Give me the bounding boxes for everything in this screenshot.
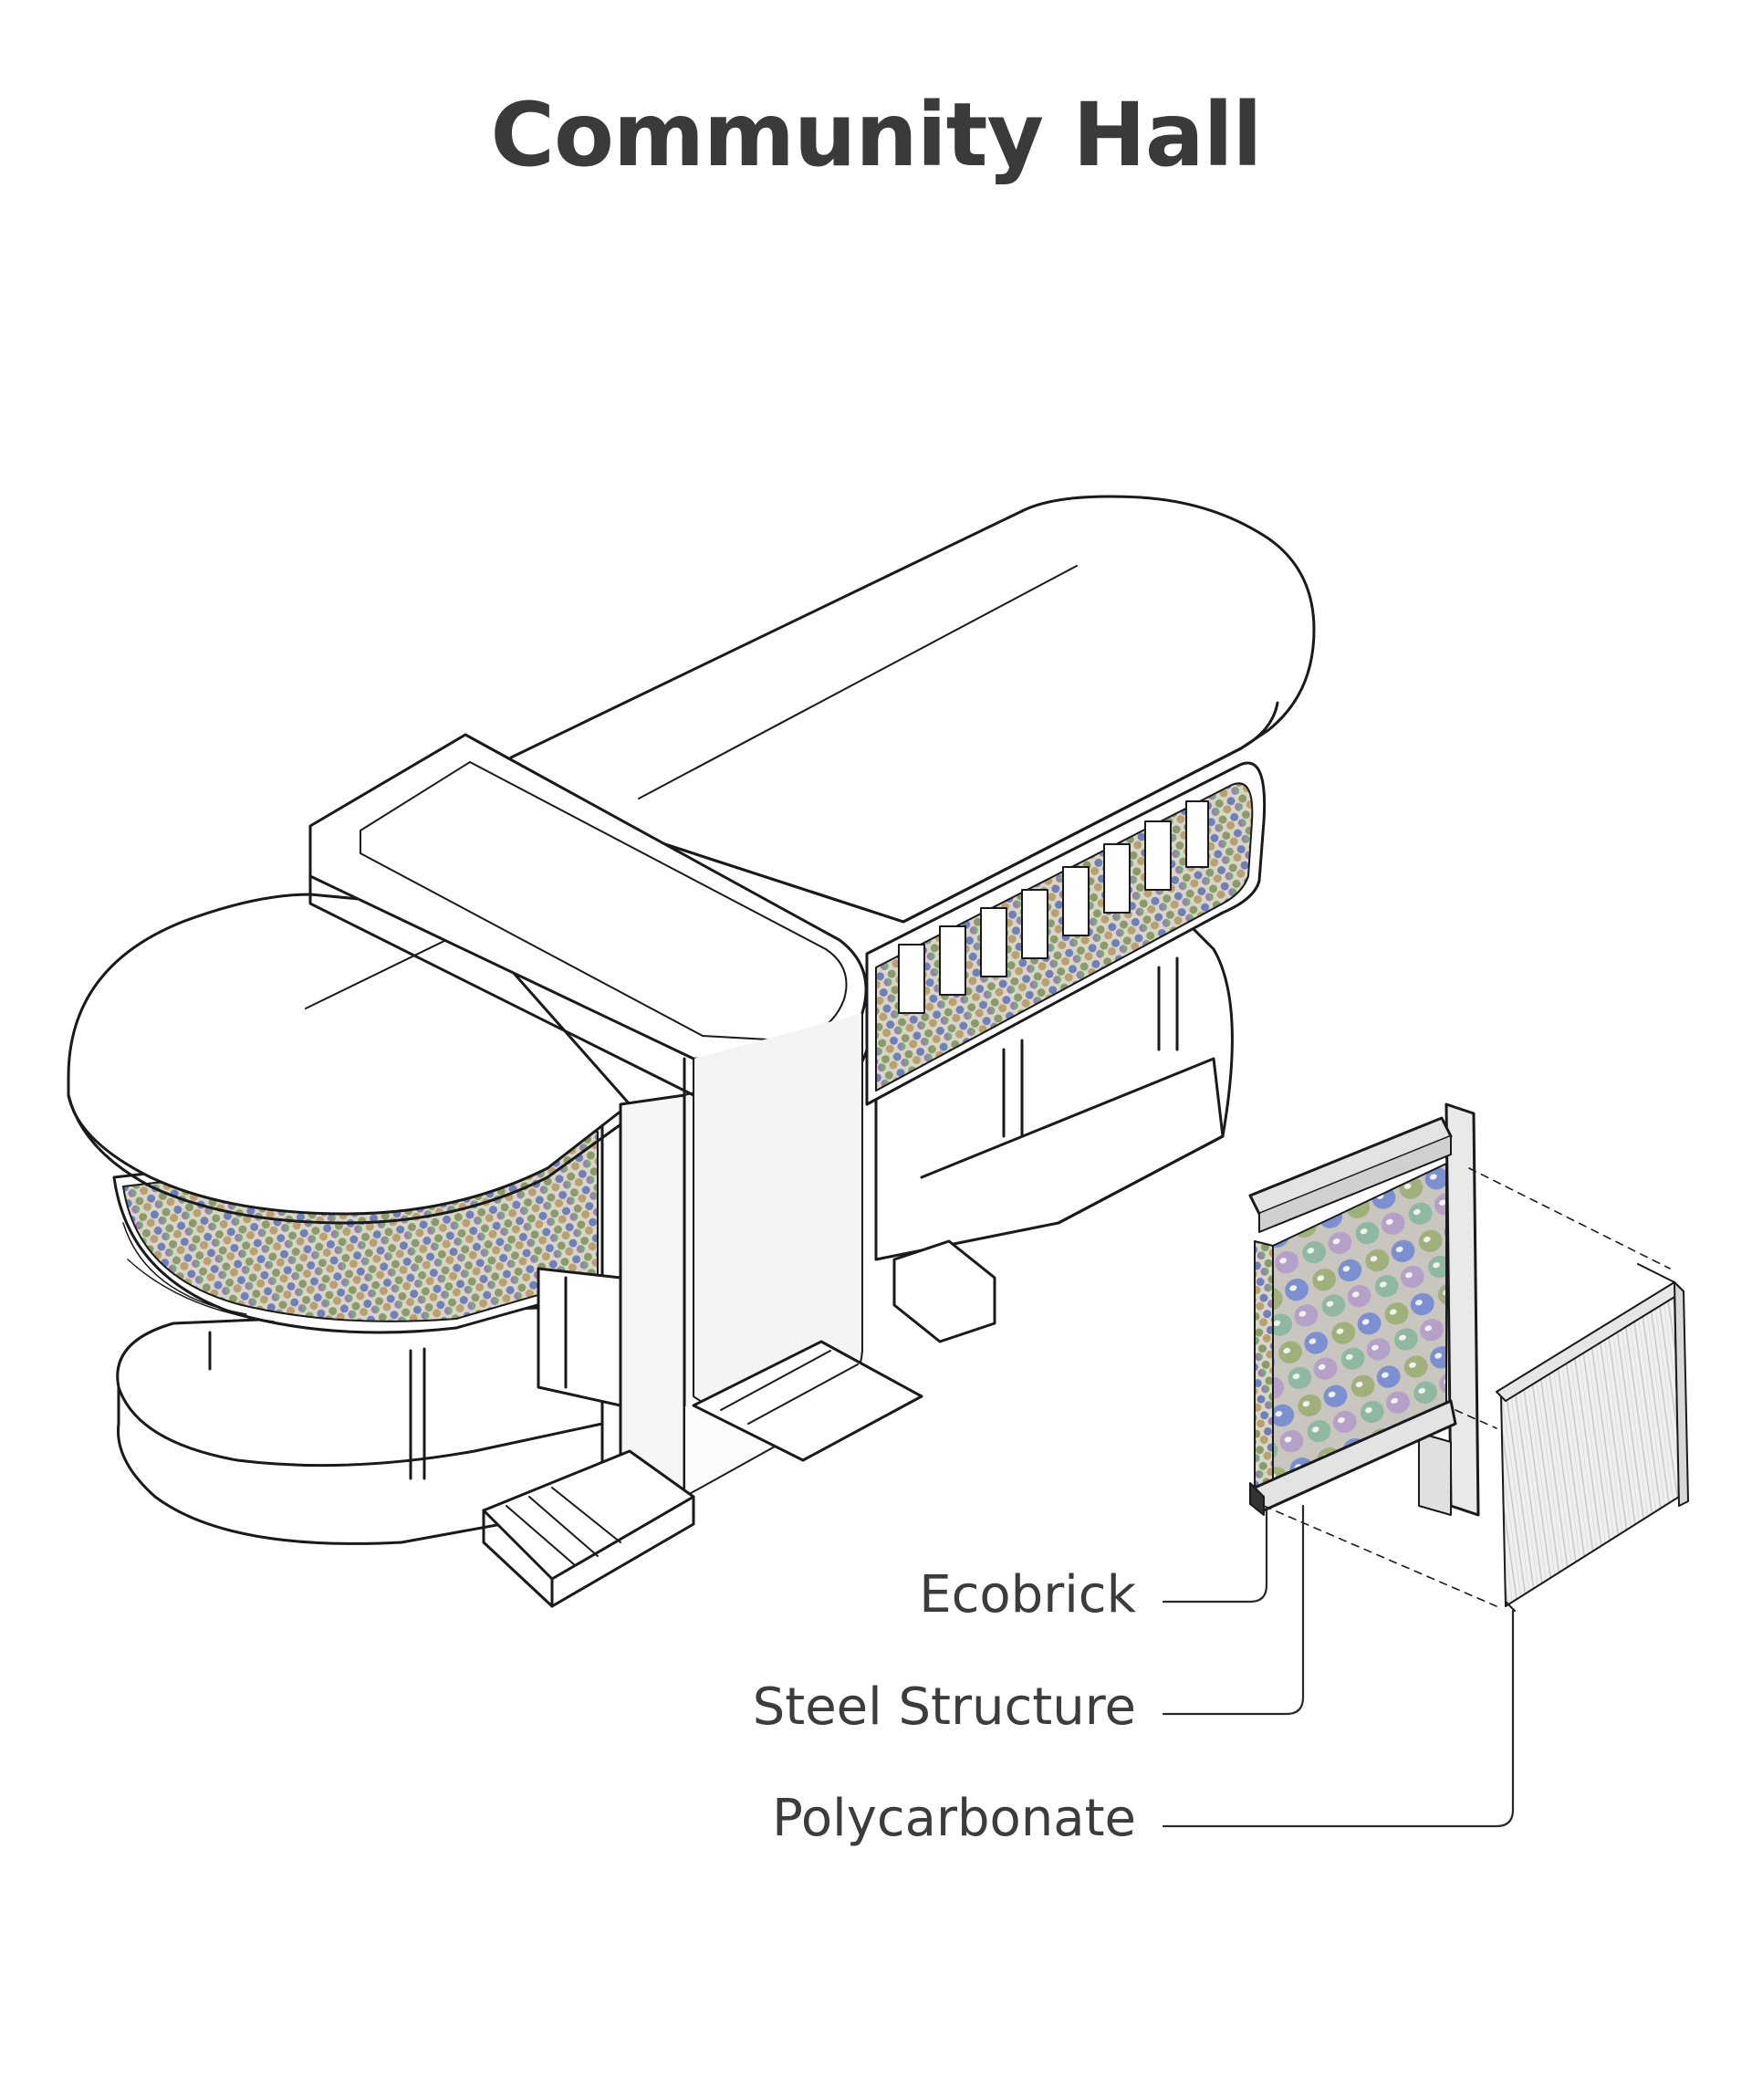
- polycarbonate-leader: [1162, 1609, 1515, 1828]
- right-wing-body: [865, 761, 1267, 1138]
- steel-structure-leader: [1162, 1504, 1305, 1716]
- callout-label-ecobrick: Ecobrick: [919, 1565, 1136, 1625]
- callout-label-polycarbonate: Polycarbonate: [772, 1789, 1136, 1848]
- left-wing-base: [116, 1303, 604, 1545]
- wall-assembly-exploded: [1248, 1102, 1689, 1612]
- bridge-volume: [308, 733, 869, 1418]
- page-title: Community Hall: [490, 84, 1263, 186]
- entrance-stairs: [482, 1239, 996, 1608]
- callout-label-steel-structure: Steel Structure: [752, 1677, 1136, 1737]
- left-wing-roof: [67, 893, 631, 1225]
- right-wing-roof: [509, 495, 1316, 924]
- callout-leaders: [1162, 1504, 1515, 1828]
- ecobrick-leader: [1162, 1509, 1268, 1604]
